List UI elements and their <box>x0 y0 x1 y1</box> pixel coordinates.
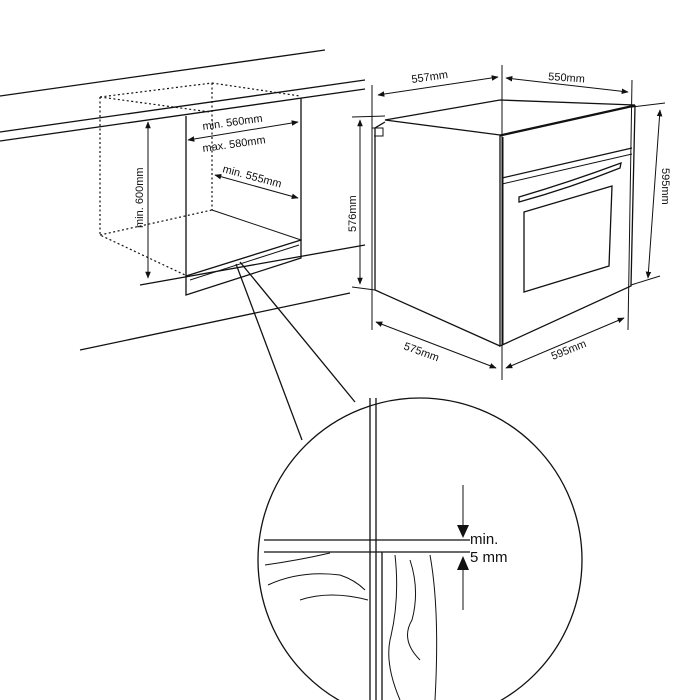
oven-door-handle <box>518 161 622 203</box>
oven-front-height-label: 595mm <box>659 168 671 205</box>
oven-top-width-label: 550mm <box>548 71 585 86</box>
detail-magnified: min. 5 mm <box>264 398 508 700</box>
cabinet-depth-label: min. 555mm <box>221 163 283 190</box>
cabinet-niche <box>99 82 302 296</box>
cabinet-height-label: min. 600mm <box>134 167 146 228</box>
worktop-lines <box>0 49 366 351</box>
oven-dimensions: 557mm 550mm 576mm 595mm 575mm 595mm <box>347 65 671 380</box>
cabinet-width-min-label: min. 560mm <box>202 113 264 133</box>
oven-body-height-label: 576mm <box>347 195 359 232</box>
gap-label-line2: 5 mm <box>470 549 508 566</box>
oven-top-depth-label: 557mm <box>411 69 449 86</box>
oven-window <box>523 185 613 293</box>
detail-callout <box>235 261 583 700</box>
oven <box>372 99 636 348</box>
gap-label-line1: min. <box>470 531 498 548</box>
